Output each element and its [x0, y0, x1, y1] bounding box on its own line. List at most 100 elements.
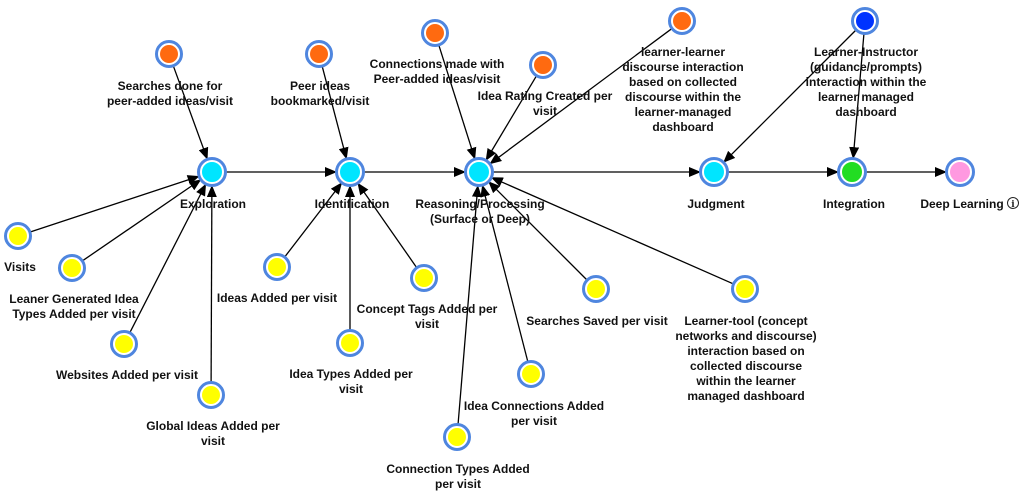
indicator-label-concept-tags-line: visit [415, 317, 439, 331]
indicator-label-idea-connections-line: per visit [511, 414, 557, 428]
edge-learner-learner-to-reasoning [489, 27, 673, 165]
edge-searches-saved-to-reasoning [488, 181, 588, 281]
indicator-node-searches-peer[interactable] [155, 40, 183, 68]
indicator-label-idea-rating-line: Idea Rating Created per [478, 89, 613, 103]
indicator-label-concept-tags-line: Concept Tags Added per [357, 302, 498, 316]
indicator-label-websites-line: Websites Added per visit [56, 368, 198, 382]
indicator-label-peer-bookmarked-line: bookmarked/visit [271, 94, 370, 108]
stage-label-reasoning-line: (Surface or Deep) [430, 212, 530, 226]
stage-node-exploration[interactable] [197, 157, 227, 187]
stage-node-reasoning[interactable] [464, 157, 494, 187]
stage-label-exploration: Exploration [180, 197, 246, 211]
indicator-node-learner-learner[interactable] [668, 7, 696, 35]
indicator-label-learner-instructor-line: (guidance/prompts) [810, 60, 922, 74]
stage-node-integration[interactable] [837, 157, 867, 187]
indicator-label-ideas-added: Ideas Added per visit [217, 291, 337, 305]
stage-label-identification-line: Identification [315, 197, 390, 211]
edge-learner-idea-types-to-exploration [81, 179, 202, 262]
indicator-label-searches-saved-line: Searches Saved per visit [526, 314, 667, 328]
edge-searches-peer-to-exploration [172, 65, 209, 160]
indicator-label-learner-tool-line: within the learner [695, 374, 796, 388]
indicator-node-ideas-added[interactable] [263, 253, 291, 281]
indicator-label-global-ideas-line: visit [201, 434, 225, 448]
indicator-label-connection-types-line: Connection Types Added [386, 462, 529, 476]
indicator-label-websites: Websites Added per visit [56, 368, 198, 382]
indicator-label-learner-tool-line: collected discourse [690, 359, 802, 373]
indicator-label-searches-saved: Searches Saved per visit [526, 314, 667, 328]
indicator-node-connection-types[interactable] [443, 423, 471, 451]
indicator-label-connections-peer-line: Peer-added ideas/visit [374, 72, 501, 86]
indicator-node-idea-types[interactable] [336, 329, 364, 357]
stage-label-reasoning: Reasoning/Processing(Surface or Deep) [415, 197, 544, 226]
nodes [4, 7, 975, 451]
indicator-label-searches-peer-line: peer-added ideas/visit [107, 94, 233, 108]
indicator-node-peer-bookmarked[interactable] [305, 40, 333, 68]
stage-label-judgment-line: Judgment [687, 197, 744, 211]
stage-label-integration-line: Integration [823, 197, 885, 211]
edge-peer-bookmarked-to-identification [321, 65, 349, 160]
indicator-node-learner-idea-types[interactable] [58, 254, 86, 282]
indicator-label-visits-line: Visits [4, 260, 36, 274]
indicator-label-learner-learner-line: based on collected [629, 75, 737, 89]
edge-global-ideas-to-exploration [206, 185, 217, 384]
indicator-node-concept-tags[interactable] [410, 264, 438, 292]
edge-learner-instructor-to-integration [849, 32, 865, 160]
indicator-node-learner-instructor[interactable] [851, 7, 879, 35]
indicator-node-global-ideas[interactable] [197, 381, 225, 409]
indicator-node-connections-peer[interactable] [421, 19, 449, 47]
indicator-label-learner-instructor-line: dashboard [835, 105, 896, 119]
indicator-label-learner-tool-line: managed dashboard [687, 389, 804, 403]
indicator-node-idea-rating[interactable] [529, 51, 557, 79]
indicator-label-connection-types-line: per visit [435, 477, 481, 491]
indicator-label-connections-peer-line: Connections made with [370, 57, 505, 71]
indicator-node-visits[interactable] [4, 222, 32, 250]
edge-connection-types-to-reasoning [457, 185, 482, 426]
edge-ideas-added-to-identification [283, 182, 343, 258]
stage-label-deep-learning: Deep Learning [920, 197, 1003, 211]
indicator-label-learner-idea-types-line: Types Added per visit [12, 307, 135, 321]
indicator-label-ideas-added-line: Ideas Added per visit [217, 291, 337, 305]
edge-learner-instructor-to-judgment [723, 29, 857, 163]
indicator-label-learner-instructor-line: learner managed [818, 90, 914, 104]
indicator-label-learner-learner-line: learner-learner [641, 45, 725, 59]
indicator-label-learner-tool-line: networks and discourse) [675, 329, 816, 343]
indicator-label-learner-learner-line: dashboard [652, 120, 713, 134]
stage-label-integration: Integration [823, 197, 885, 211]
indicator-label-idea-rating-line: visit [533, 104, 557, 118]
edge-idea-rating-to-reasoning [485, 74, 538, 161]
edge-connections-peer-to-reasoning [437, 44, 477, 160]
info-icon[interactable]: i [1007, 197, 1019, 211]
indicator-node-searches-saved[interactable] [582, 275, 610, 303]
indicator-label-visits: Visits [4, 260, 36, 274]
indicator-label-global-ideas-line: Global Ideas Added per [146, 419, 280, 433]
indicator-label-idea-connections-line: Idea Connections Added [464, 399, 604, 413]
indicator-label-learner-idea-types-line: Leaner Generated Idea [9, 292, 139, 306]
stage-node-judgment[interactable] [699, 157, 729, 187]
indicator-label-peer-bookmarked-line: Peer ideas [290, 79, 350, 93]
indicator-label-learner-instructor-line: Learner-Instructor [814, 45, 918, 59]
stage-label-reasoning-line: Reasoning/Processing [415, 197, 544, 211]
stage-label-identification: Identification [315, 197, 390, 211]
indicator-node-websites[interactable] [110, 330, 138, 358]
stage-label-judgment: Judgment [687, 197, 744, 211]
indicator-label-learner-learner-line: learner-managed [635, 105, 732, 119]
indicator-label-idea-types-line: visit [339, 382, 363, 396]
svg-text:i: i [1011, 200, 1015, 210]
stage-node-identification[interactable] [335, 157, 365, 187]
stage-node-deep-learning[interactable] [945, 157, 975, 187]
indicator-node-idea-connections[interactable] [517, 360, 545, 388]
indicator-label-learner-tool-line: Learner-tool (concept [684, 314, 807, 328]
edge-websites-to-exploration [128, 183, 207, 334]
indicator-node-learner-tool[interactable] [731, 275, 759, 303]
